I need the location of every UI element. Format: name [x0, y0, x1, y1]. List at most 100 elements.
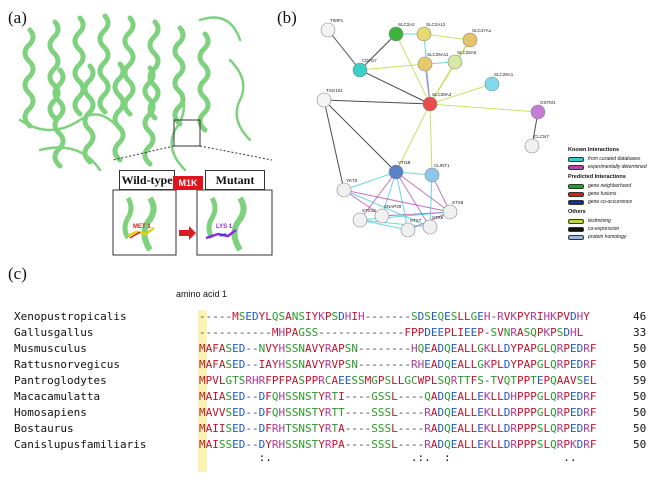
legend-label: protein homology — [588, 234, 627, 240]
legend-row: gene fusions — [568, 190, 668, 198]
protein-structure-image — [18, 13, 273, 256]
species-name: Pantroglodytes — [14, 374, 107, 387]
legend-row: experimentally determined — [568, 163, 668, 171]
network-node-label: SLC39A3 — [432, 92, 452, 97]
network-node-label: CDH17 — [362, 58, 377, 63]
network-node — [320, 22, 336, 38]
ribbon-loop — [170, 88, 187, 172]
network-node-label: CLCN7 — [534, 134, 549, 139]
legend-row: gene co-occurrence — [568, 198, 668, 206]
network-edge — [423, 33, 471, 41]
species-name: Bostaurus — [14, 422, 74, 435]
legend-label: textmining — [588, 218, 611, 224]
species-name: Canislupusfamiliaris — [14, 438, 147, 451]
species-name: Rattusnorvegicus — [14, 358, 120, 371]
network-edge — [395, 33, 431, 105]
network-edge — [343, 189, 451, 213]
sequence: MAFASED--IAYHSSNAVYRVPSN--------RHEADQEA… — [199, 358, 597, 371]
mutation-arrow — [179, 226, 196, 240]
legend-row: gene neighborhood — [568, 182, 668, 190]
network-edge — [359, 219, 431, 228]
species-name: Xenopustropicalis — [14, 310, 127, 323]
panel-label-a: (a) — [8, 8, 27, 27]
species-name: Musmusculus — [14, 342, 87, 355]
legend-others-title: Others — [568, 209, 586, 215]
panel-label-b: (b) — [277, 8, 297, 27]
network-node-label: STX12 — [362, 208, 376, 213]
network-edge — [343, 189, 431, 228]
zoom-box — [173, 119, 201, 147]
network-edge — [359, 219, 409, 231]
sequence: MAVVSED--DFQHSSNSTYRTT----SSSL----RADQEA… — [199, 406, 597, 419]
residue-count: 50 — [633, 438, 647, 451]
ribbon-loop — [38, 146, 102, 172]
legend-swatch — [568, 191, 584, 197]
legend-label: experimentally determined — [588, 164, 647, 170]
network-node — [442, 204, 458, 220]
network-node-label: CLINT1 — [434, 163, 450, 168]
network-node — [524, 138, 540, 154]
column-1-highlight — [198, 310, 207, 472]
network-edge — [429, 83, 493, 105]
network-node — [417, 56, 433, 72]
network-node-label: SLC2A2 — [398, 22, 415, 27]
wt-residue-label: MET 1 — [133, 224, 151, 230]
residue-count: 59 — [633, 374, 647, 387]
ribbon-helix — [97, 13, 111, 115]
met1-residue — [127, 227, 155, 238]
network-node-label: STX6 — [432, 215, 444, 220]
ribbon-helix — [172, 25, 186, 127]
residue-count: 50 — [633, 422, 647, 435]
ribbon-helix — [142, 65, 156, 167]
network-edge — [323, 99, 431, 105]
mut-residue-label: LYS 1 — [216, 224, 233, 230]
sequence: MAIISED--DFRHTSNSTYRTA----SSSL----RADQEA… — [199, 422, 597, 435]
legend-predicted-title: Predicted Interactions — [568, 174, 626, 180]
legend-swatch — [568, 164, 584, 170]
legend-swatch — [568, 234, 584, 240]
network-edge — [395, 103, 431, 173]
legend-row: textmining — [568, 217, 668, 225]
network-node — [352, 62, 368, 78]
residue-count: 50 — [633, 406, 647, 419]
network-edge — [327, 29, 361, 71]
network-edge — [343, 189, 383, 217]
network-edge — [323, 99, 345, 191]
sequence: -----MSEDYLQSANSIYKPSDHIH-------SDSEQESL… — [199, 310, 590, 323]
network-node-label: SLC2A12 — [426, 22, 446, 27]
network-node-label: SLC28A1 — [494, 72, 514, 77]
network-node — [422, 96, 438, 112]
legend-row: protein homology — [568, 233, 668, 241]
network-edge — [395, 171, 431, 228]
network-node — [484, 76, 500, 92]
network-edge — [429, 103, 433, 176]
ribbon-loop — [18, 113, 122, 132]
wild-type-label: Wild-type — [119, 170, 175, 190]
network-edge — [359, 171, 397, 221]
ribbon-loop — [198, 16, 242, 42]
ribbon-loop — [228, 58, 252, 142]
network-node-label: SNAP29 — [384, 204, 402, 209]
legend-label: co-expression — [588, 226, 620, 232]
network-node-label: TSG101 — [326, 88, 343, 93]
residue-count: 50 — [633, 358, 647, 371]
ribbon-helix — [112, 61, 126, 163]
species-name: Macacamulatta — [14, 390, 101, 403]
network-node — [422, 219, 438, 235]
network-node-label: SLC47A1 — [472, 28, 492, 33]
network-node — [388, 26, 404, 42]
network-node-label: STX7 — [410, 218, 422, 223]
network-edge — [429, 39, 471, 105]
network-edge — [395, 171, 451, 213]
network-edge — [359, 33, 397, 71]
legend-swatch — [568, 226, 584, 232]
network-node-label: YKT6 — [346, 178, 358, 183]
legend-row: from curated databases — [568, 155, 668, 163]
ribbon-helix — [82, 63, 96, 165]
network-node-label: STX8 — [452, 200, 464, 205]
ribbon-helix — [72, 15, 86, 117]
legend-swatch — [568, 218, 584, 224]
mutant-label: Mutant — [205, 170, 265, 190]
legend-label: from curated databases — [588, 156, 641, 162]
network-node — [336, 182, 352, 198]
